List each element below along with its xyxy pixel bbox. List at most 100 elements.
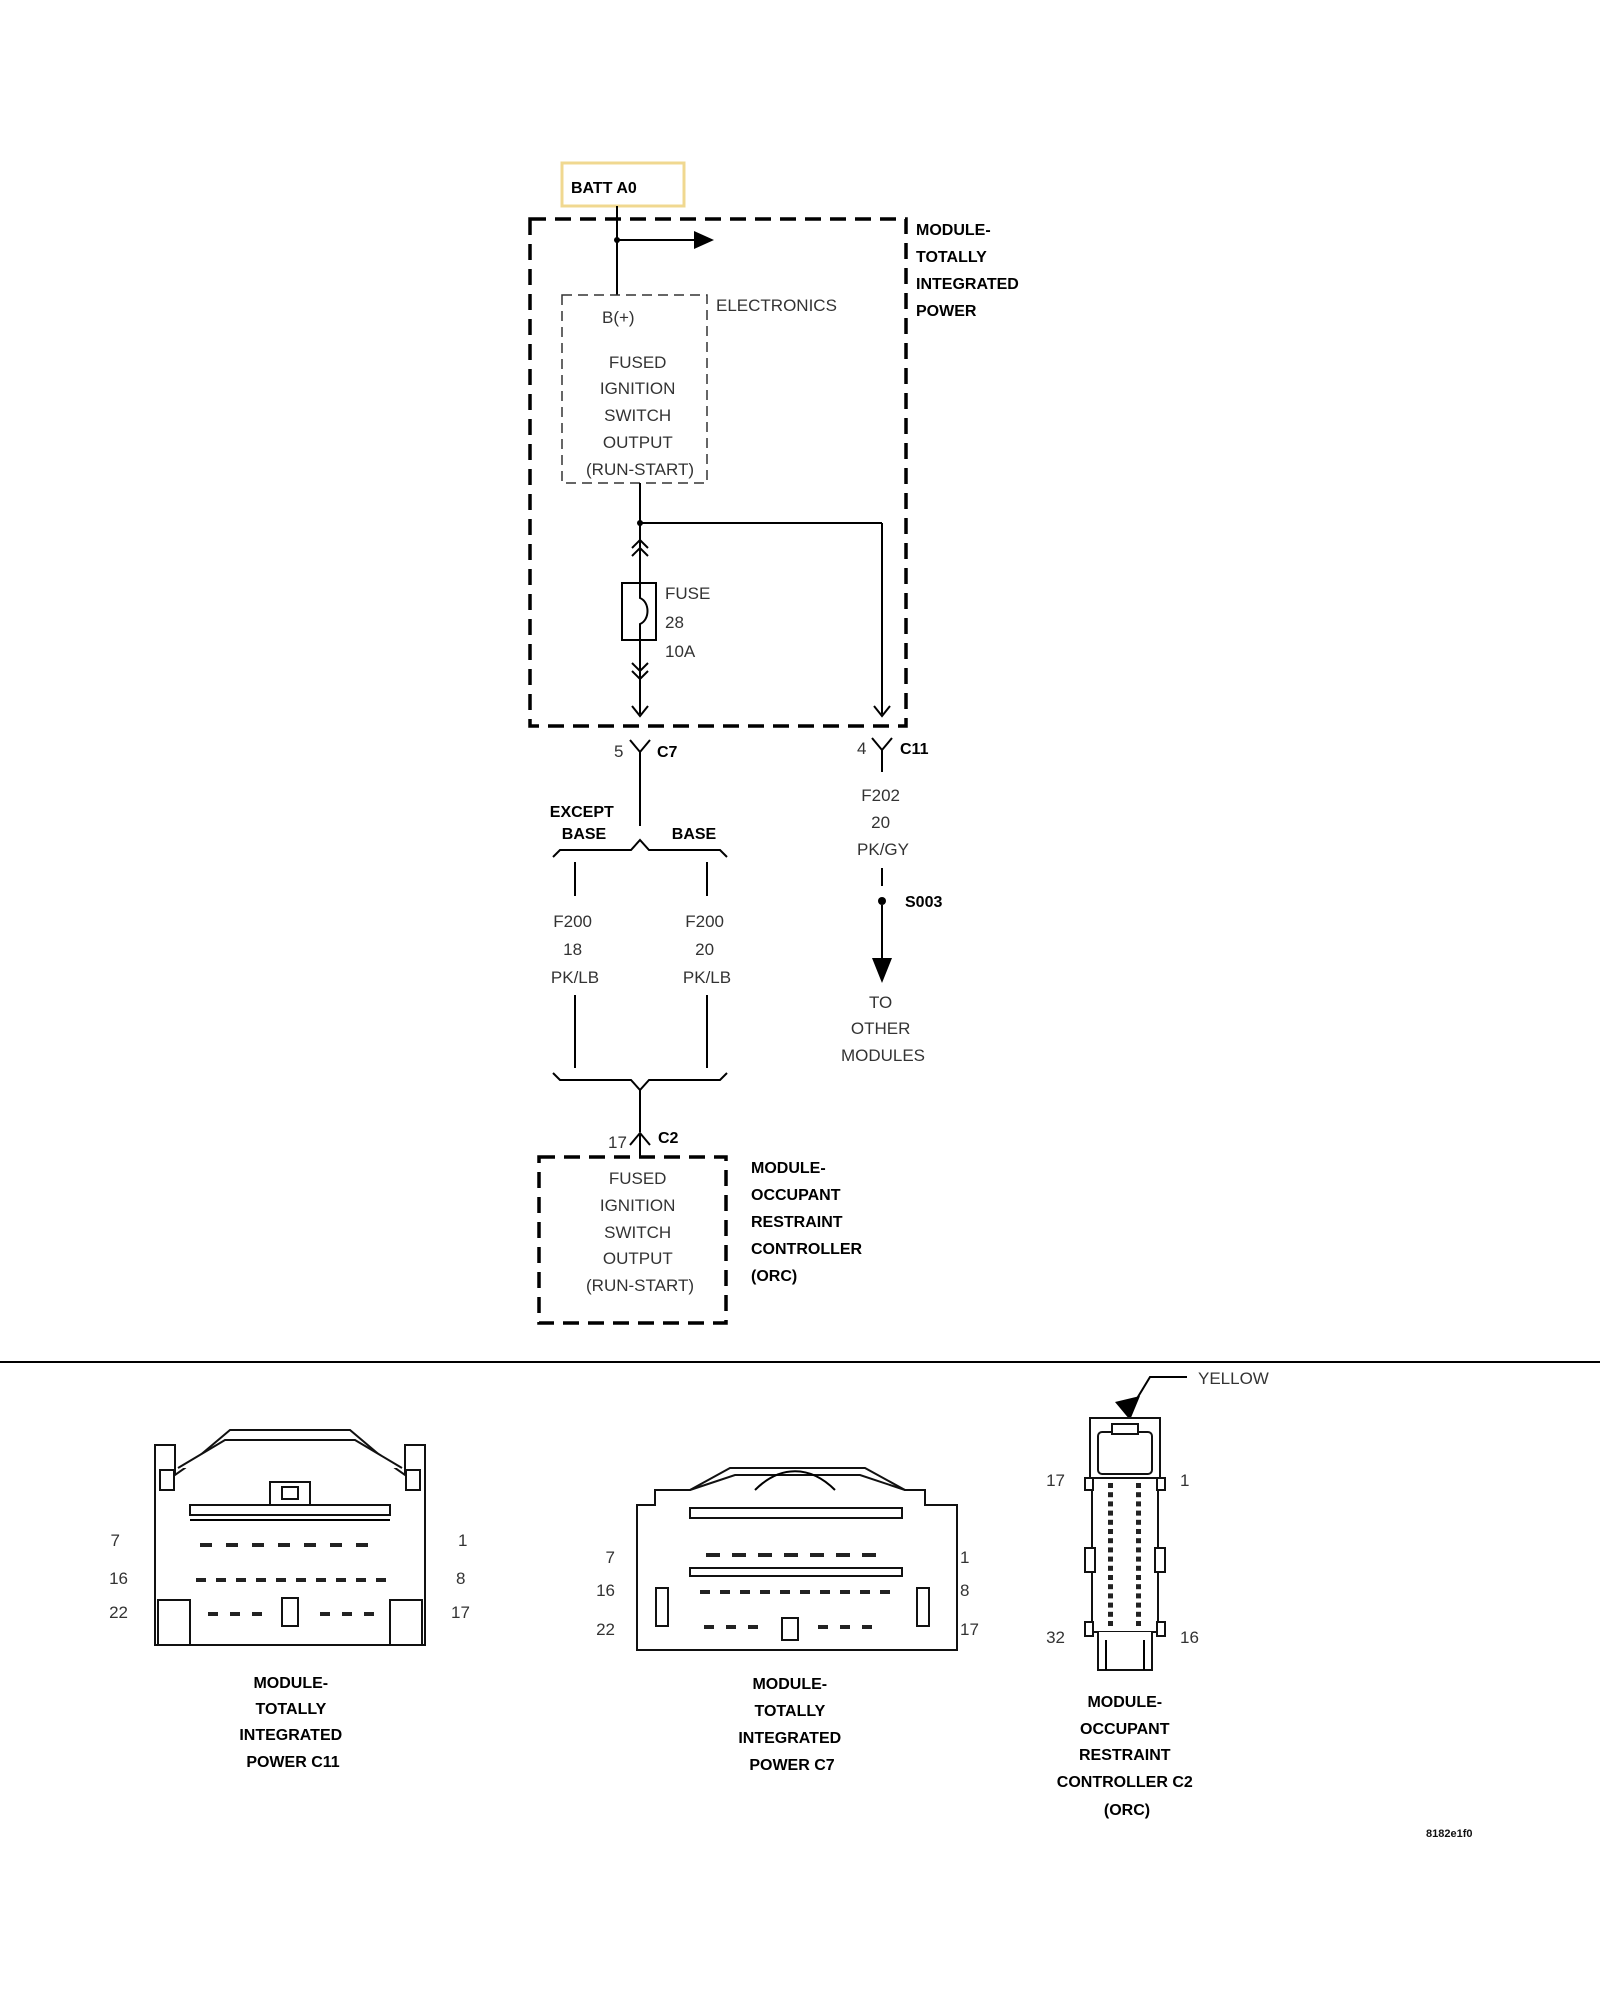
pin-cavity xyxy=(276,1578,286,1582)
c2-pin: 17 xyxy=(608,1133,627,1152)
svg-text:22: 22 xyxy=(109,1603,128,1622)
pin-cavity xyxy=(1108,1621,1113,1626)
to-other-modules-label: TO OTHER MODULES xyxy=(841,993,925,1065)
c7-pin-labels-right: 1 8 17 xyxy=(960,1548,979,1639)
option-brace-top xyxy=(552,838,728,858)
c7-connector-symbol xyxy=(629,739,651,754)
c11-caption: MODULE- TOTALLY INTEGRATED POWER C11 xyxy=(239,1675,346,1771)
pin-cavity xyxy=(364,1612,374,1616)
batt-box xyxy=(560,161,686,208)
pin-cavity xyxy=(1108,1529,1113,1534)
option-brace-bottom xyxy=(552,1072,728,1092)
svg-text:8: 8 xyxy=(456,1569,465,1588)
pin-cavity xyxy=(252,1543,264,1547)
except-base-label: EXCEPT BASE xyxy=(550,804,618,843)
c7-pin-labels-left: 7 16 22 xyxy=(596,1548,615,1639)
pin-cavity xyxy=(1108,1501,1113,1507)
c11-pin-labels-left: 7 16 22 xyxy=(109,1531,128,1622)
pin-cavity xyxy=(840,1590,850,1594)
svg-text:17: 17 xyxy=(451,1603,470,1622)
connector-c2-face: YELLOW 17 32 1 16 MODULE- OCCUPANT RESTR… xyxy=(1046,1369,1269,1819)
pin-cavity xyxy=(800,1590,810,1594)
to-other-arrow-icon xyxy=(872,958,892,983)
pin-cavity xyxy=(376,1578,386,1582)
pin-cavity xyxy=(1136,1492,1141,1498)
batt-label: BATT A0 xyxy=(571,180,637,197)
c11-pin-labels-right: 1 8 17 xyxy=(451,1531,470,1622)
pin-cavity xyxy=(1136,1621,1141,1626)
c2-pin-labels-right: 1 16 xyxy=(1180,1471,1199,1647)
pin-cavity xyxy=(700,1590,710,1594)
pin-cavity xyxy=(1108,1492,1113,1498)
orc-module-label: MODULE- OCCUPANT RESTRAINT CONTROLLER (O… xyxy=(751,1160,867,1285)
keyway-arrow-icon xyxy=(1115,1396,1140,1420)
pin-cavity xyxy=(1108,1510,1113,1516)
pin-cavity xyxy=(1136,1611,1141,1617)
c2-caption: MODULE- OCCUPANT RESTRAINT CONTROLLER C2… xyxy=(1057,1694,1197,1819)
pin-cavity xyxy=(304,1543,316,1547)
svg-text:7: 7 xyxy=(111,1531,120,1550)
continues-arrow-icon xyxy=(694,231,714,249)
pin-cavity xyxy=(236,1578,246,1582)
pin-cavity xyxy=(810,1553,824,1557)
c11-wire-label: F202 20 PK/GY xyxy=(857,786,909,859)
pin-cavity xyxy=(1136,1529,1141,1534)
svg-text:16: 16 xyxy=(109,1569,128,1588)
pin-cavity xyxy=(200,1543,212,1547)
c7-pin: 5 xyxy=(614,742,623,761)
c2-pin-labels-left: 17 32 xyxy=(1046,1471,1065,1647)
pin-cavity xyxy=(1136,1602,1141,1608)
pin-cavity xyxy=(1108,1538,1113,1544)
pin-cavity xyxy=(704,1625,714,1629)
pin-cavity xyxy=(820,1590,830,1594)
pin-cavity xyxy=(784,1553,798,1557)
pin-cavity xyxy=(1108,1519,1113,1525)
pin-cavity xyxy=(748,1625,758,1629)
svg-text:17: 17 xyxy=(1046,1471,1065,1490)
pin-cavity xyxy=(1108,1565,1113,1571)
pin-cavity xyxy=(1136,1501,1141,1507)
pin-cavity xyxy=(230,1612,240,1616)
pin-cavity xyxy=(1136,1538,1141,1544)
pin-cavity xyxy=(1108,1556,1113,1562)
pin-cavity xyxy=(1136,1584,1141,1590)
connector-c11-face: 7 16 22 1 8 17 MODULE- TOTALLY INTEGRATE… xyxy=(109,1429,470,1771)
pin-cavity xyxy=(320,1612,330,1616)
svg-text:16: 16 xyxy=(596,1581,615,1600)
svg-text:7: 7 xyxy=(606,1548,615,1567)
svg-text:16: 16 xyxy=(1180,1628,1199,1647)
pin-cavity xyxy=(1108,1575,1113,1580)
fuse-label: FUSE 28 10A xyxy=(665,584,715,661)
pin-cavity xyxy=(296,1578,306,1582)
pin-cavity xyxy=(216,1578,226,1582)
pin-cavity xyxy=(780,1590,790,1594)
pin-cavity xyxy=(720,1590,730,1594)
pin-cavity xyxy=(316,1578,326,1582)
pin-cavity xyxy=(706,1553,720,1557)
pin-cavity xyxy=(226,1543,238,1547)
tipm-output-label: FUSED IGNITION SWITCH OUTPUT (RUN-START) xyxy=(586,353,694,479)
svg-text:1: 1 xyxy=(1180,1471,1189,1490)
pin-cavity xyxy=(758,1553,772,1557)
tipm-module-outline xyxy=(528,217,908,728)
pin-cavity xyxy=(278,1543,290,1547)
wire-base-label: F200 20 PK/LB xyxy=(683,912,731,987)
svg-text:22: 22 xyxy=(596,1620,615,1639)
pin-cavity xyxy=(1108,1593,1113,1599)
c2-label: C2 xyxy=(658,1130,679,1147)
base-label: BASE xyxy=(672,826,717,843)
pin-cavity xyxy=(860,1590,870,1594)
pin-cavity xyxy=(1136,1483,1141,1488)
splice-s003 xyxy=(878,897,886,905)
c7-caption: MODULE- TOTALLY INTEGRATED POWER C7 xyxy=(738,1676,845,1774)
pin-cavity xyxy=(1108,1483,1113,1488)
svg-text:32: 32 xyxy=(1046,1628,1065,1647)
svg-text:1: 1 xyxy=(458,1531,467,1550)
splice-label: S003 xyxy=(905,894,942,911)
c11-pin: 4 xyxy=(857,739,866,758)
pin-cavity xyxy=(1136,1565,1141,1571)
pin-cavity xyxy=(330,1543,342,1547)
bplus-label: B(+) xyxy=(602,308,635,327)
pin-cavity xyxy=(818,1625,828,1629)
